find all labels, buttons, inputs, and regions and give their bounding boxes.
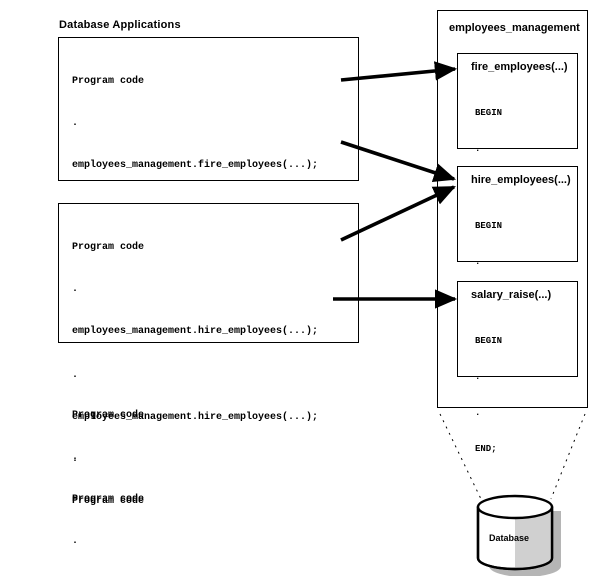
procedure-name: fire_employees(...) bbox=[471, 61, 568, 73]
procedure-body-line: . bbox=[475, 372, 481, 382]
code-line: Program code bbox=[72, 242, 145, 253]
code-line: . bbox=[72, 536, 79, 547]
procedure-body-line: BEGIN bbox=[475, 221, 503, 231]
procedure-name: hire_employees(...) bbox=[471, 174, 571, 186]
application-box-1: Program code . employees_management.fire… bbox=[58, 37, 359, 507]
code-line: . bbox=[72, 118, 79, 129]
procedure-body-line: . bbox=[475, 257, 481, 267]
cylinder-top bbox=[476, 494, 554, 520]
procedure-body-line: END; bbox=[475, 444, 497, 454]
projection-line-right bbox=[550, 413, 586, 500]
procedure-box-hire-employees: hire_employees(...) BEGIN . . END; bbox=[457, 166, 578, 339]
code-line: Program code bbox=[72, 410, 145, 421]
procedure-body-line: BEGIN bbox=[475, 336, 503, 346]
code-line-call-hire: employees_management.hire_employees(...)… bbox=[72, 326, 319, 337]
application-box-2: Program code . employees_management.hire… bbox=[58, 203, 359, 547]
cylinder-shadow bbox=[489, 511, 561, 576]
code-line: . bbox=[72, 452, 79, 463]
code-line: Program code bbox=[72, 496, 145, 507]
code-line-call-fire: employees_management.fire_employees(...)… bbox=[72, 160, 319, 171]
procedure-body-line: BEGIN bbox=[475, 108, 503, 118]
database-applications-title: Database Applications bbox=[59, 19, 181, 31]
code-line: Program code bbox=[72, 76, 145, 87]
code-line: . bbox=[72, 370, 79, 381]
code-line-blank bbox=[72, 367, 318, 381]
code-line-call-hire: employees_management.hire_employees(...)… bbox=[72, 412, 319, 423]
procedure-name: salary_raise(...) bbox=[471, 289, 552, 301]
procedure-body-line: . bbox=[475, 408, 481, 418]
procedure-box-salary-raise: salary_raise(...) BEGIN . . END; bbox=[457, 281, 578, 454]
database-label: Database bbox=[489, 533, 530, 543]
package-title: employees_management bbox=[449, 22, 580, 34]
procedure-box-fire-employees: fire_employees(...) BEGIN . . END; bbox=[457, 53, 578, 226]
procedure-body-line: . bbox=[475, 144, 481, 154]
code-line: . bbox=[72, 454, 79, 465]
procedure-body: BEGIN . . END; bbox=[475, 311, 507, 479]
code-line: Program code bbox=[72, 494, 145, 505]
code-line: . bbox=[72, 284, 79, 295]
application-2-code: Program code . employees_management.hire… bbox=[72, 213, 318, 576]
